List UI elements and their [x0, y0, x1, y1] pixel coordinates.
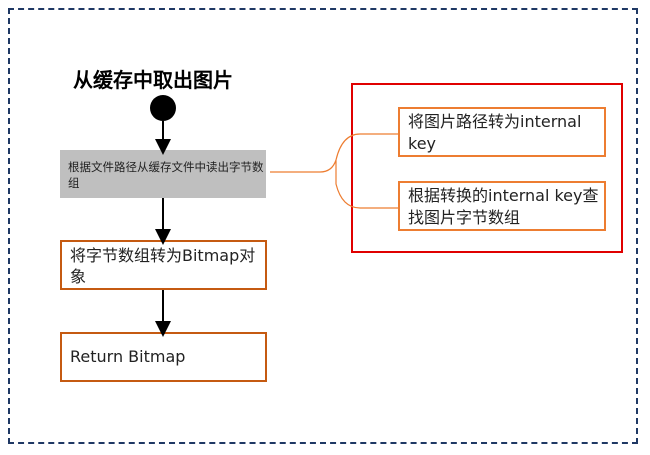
dashed-frame [8, 8, 638, 444]
diagram-title: 从缓存中取出图片 [73, 68, 233, 92]
detail-panel [351, 83, 623, 253]
step-convert-bitmap: 将字节数组转为Bitmap对象 [60, 240, 267, 290]
detail-lookup-bytes: 根据转换的internal key查找图片字节数组 [398, 181, 606, 231]
step-read-bytes: 根据文件路径从缓存文件中读出字节数组 [60, 150, 266, 198]
start-node [150, 95, 176, 121]
brace-connector [270, 133, 398, 209]
detail-to-internal-key: 将图片路径转为internal key [398, 107, 606, 157]
